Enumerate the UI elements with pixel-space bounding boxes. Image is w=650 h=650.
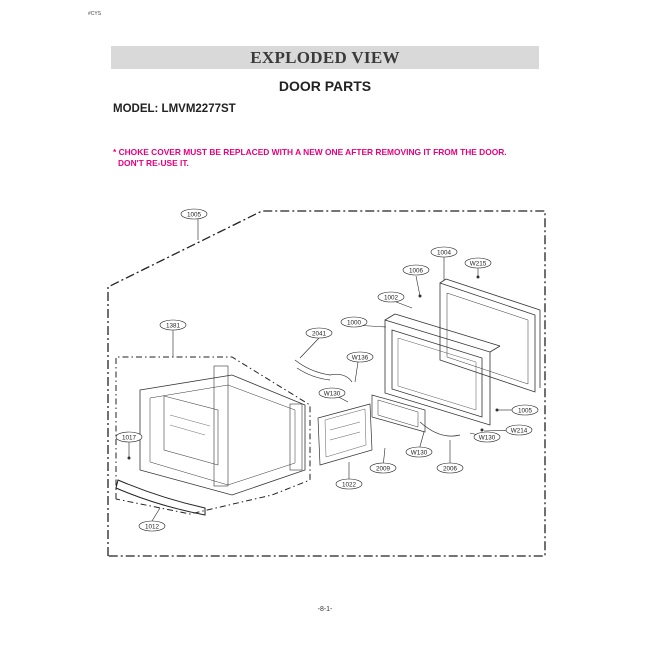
svg-text:2006: 2006 [443,465,458,472]
callout-1004: 1004 [430,246,458,258]
svg-text:1006: 1006 [409,267,424,274]
screws [127,275,499,460]
callout-1005-right: 1005 [511,404,539,416]
svg-text:1381: 1381 [166,322,181,329]
svg-text:2041: 2041 [312,330,327,337]
door-frame [139,365,306,496]
callout-w215: W215 [464,257,492,269]
svg-text:1005: 1005 [518,407,533,414]
svg-text:W214: W214 [511,427,528,434]
callout-1002: 1002 [377,291,405,303]
svg-text:W215: W215 [470,260,487,267]
assembly-boundary [107,210,546,557]
svg-text:2009: 2009 [376,465,391,472]
glass-panel [163,395,219,466]
page-number: -8-1- [317,606,333,613]
svg-text:1017: 1017 [122,434,137,441]
svg-text:1012: 1012 [145,523,160,530]
notice-line-2: DON'T RE-USE IT. [118,158,189,168]
door-subassembly-boundary [115,356,311,515]
title-banner: EXPLODED VIEW [111,46,539,69]
callout-1012: 1012 [138,520,166,532]
svg-text:1000: 1000 [347,319,362,326]
wire-harness-2041 [294,359,353,383]
choke-cover [371,394,426,433]
door-handle-1012 [115,479,206,516]
callout-w130-left: W130 [318,387,346,399]
section-subtitle: DOOR PARTS [278,78,372,94]
callout-2006: 2006 [436,462,464,474]
svg-text:1005: 1005 [187,211,202,218]
control-panel-1022 [317,403,373,466]
callout-w214: W214 [505,424,533,436]
inner-frame-1000 [384,313,501,426]
corner-mark: #CYS [88,11,102,17]
svg-text:W130: W130 [479,434,496,441]
callout-w130-mid: W130 [405,446,433,458]
svg-text:1004: 1004 [437,249,452,256]
svg-text:W136: W136 [352,354,369,361]
callout-2041: 2041 [305,327,333,339]
wire-harness-2006 [419,421,461,437]
notice-line-1: * CHOKE COVER MUST BE REPLACED WITH A NE… [113,147,507,157]
svg-text:W130: W130 [324,390,341,397]
callout-1006: 1006 [402,264,430,276]
leader-lines [128,217,517,522]
callout-2009: 2009 [369,462,397,474]
callout-1017: 1017 [115,431,143,443]
callout-1022: 1022 [335,478,363,490]
part-callouts: 1005 1004 1006 W215 1002 1000 2041 1381 [115,208,539,532]
callout-w136: W136 [346,351,374,363]
model-number: MODEL: LMVM2277ST [113,103,236,115]
callout-1000: 1000 [340,316,368,328]
choke-cover-notice: * CHOKE COVER MUST BE REPLACED WITH A NE… [113,147,507,169]
svg-text:1022: 1022 [342,481,357,488]
callout-1381: 1381 [159,319,187,331]
svg-text:W130: W130 [411,449,428,456]
back-panel-1004 [439,278,541,393]
page-title: EXPLODED VIEW [250,47,400,67]
callout-w130-right: W130 [473,431,501,443]
svg-text:1002: 1002 [384,294,399,301]
callout-1005-top: 1005 [180,208,208,220]
